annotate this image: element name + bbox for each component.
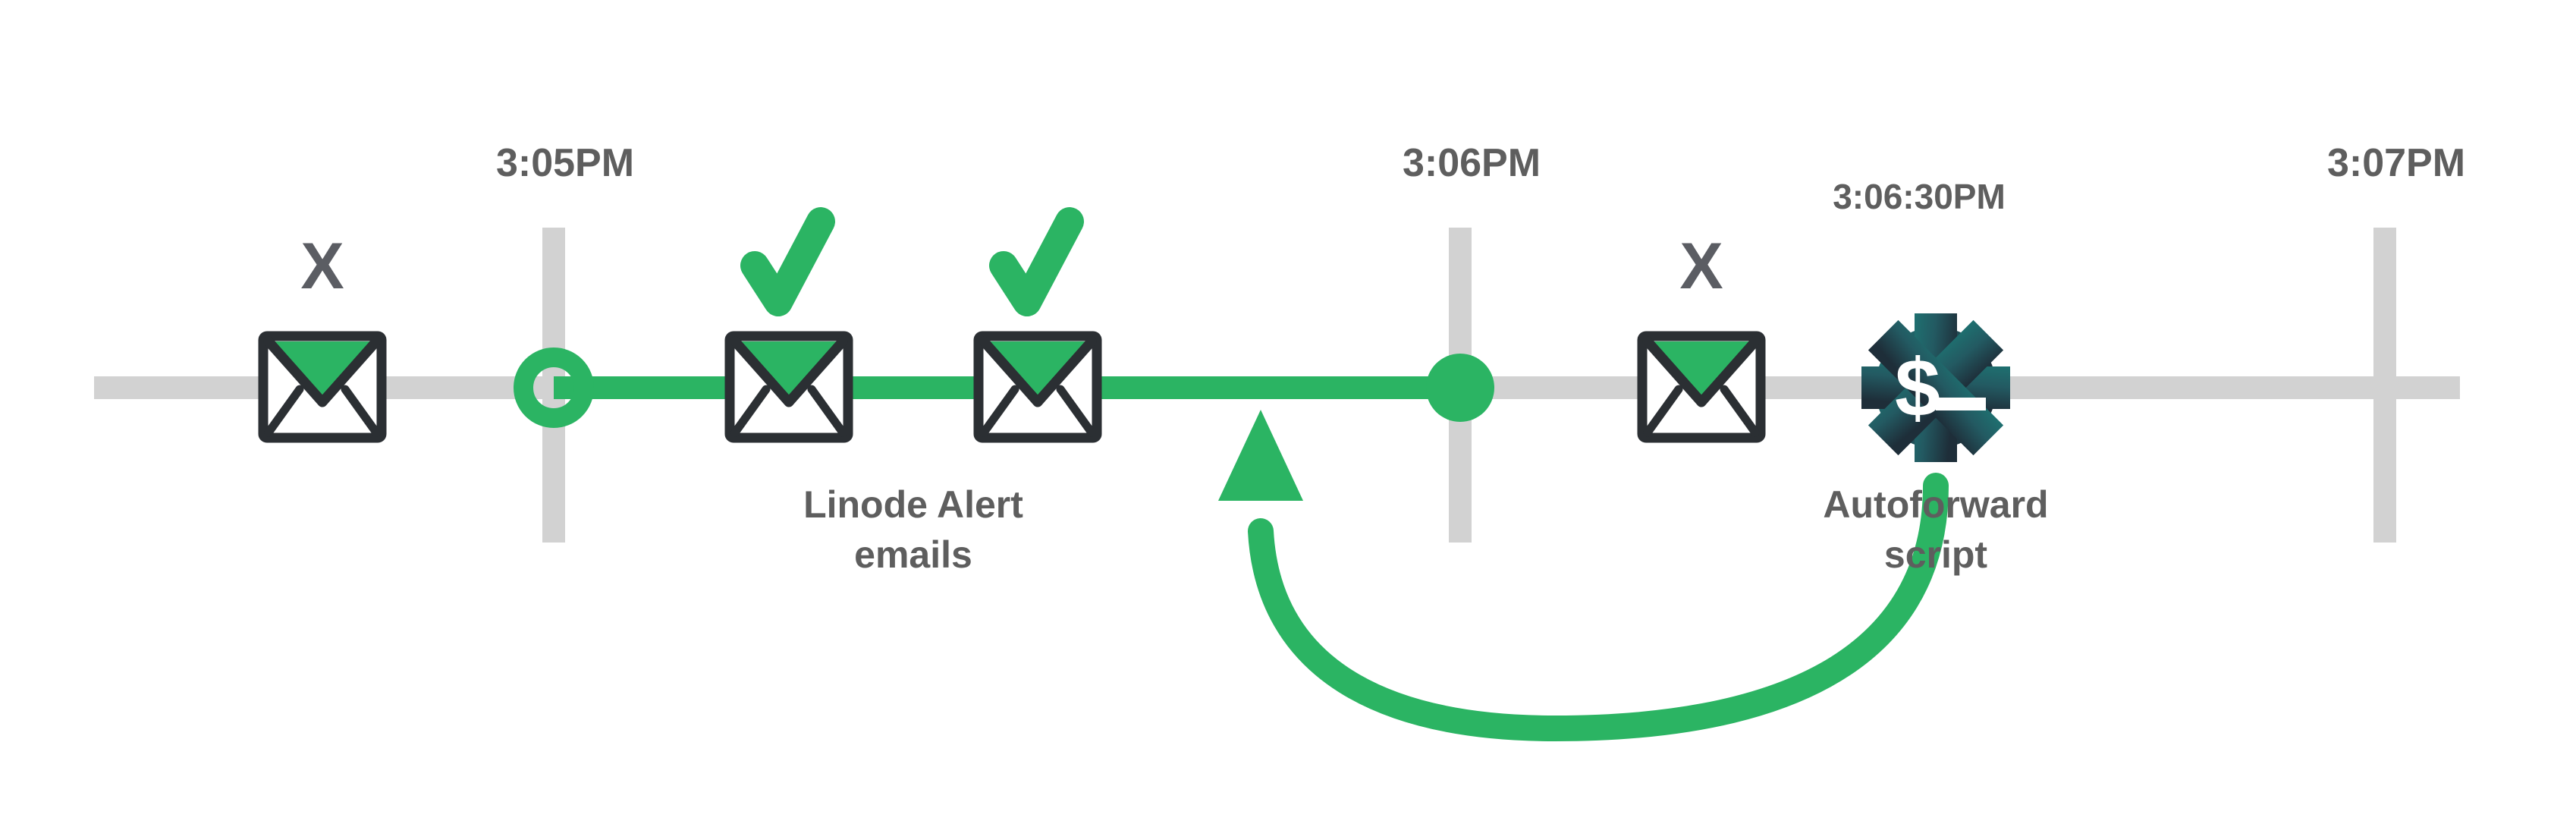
envelope-icon [1637,331,1766,443]
event-email-failed-after-306[interactable]: X [1637,230,1766,443]
event-email-delivered-2[interactable] [973,207,1102,443]
event-email-delivered-1[interactable] [724,207,853,443]
x-mark-icon: X [1679,230,1723,303]
envelope-icon [724,331,853,443]
curved-arrow-icon [1218,410,1949,742]
x-mark-icon: X [300,230,344,303]
envelope-icon [973,331,1102,443]
event-email-failed-before-305[interactable]: X [258,230,387,443]
gear-dollar-icon: $ [1861,313,2010,462]
caption-autoforward-script: Autoforward script [1823,483,2048,576]
tick-marker-ring-305pm [514,348,594,428]
dollar-glyph: $ [1895,341,1940,433]
tick-mark-307pm [2373,228,2396,543]
event-autoforward-script[interactable]: $ 3:06:30PM [1833,177,2010,462]
check-mark-icon [989,207,1084,316]
caption-line-1: Autoforward [1823,483,2048,526]
autoforward-time-label: 3:06:30PM [1833,177,2006,216]
caption-linode-alert-emails: Linode Alert emails [803,483,1023,576]
check-mark-icon [740,207,835,316]
tick-label-307pm: 3:07PM [2327,141,2465,185]
caption-line-1: Linode Alert [803,483,1023,526]
tick-label-305pm: 3:05PM [496,141,634,185]
caption-line-2: script [1884,533,1988,576]
dash-glyph [1936,398,1986,410]
envelope-icon [258,331,387,443]
caption-line-2: emails [854,533,972,576]
tick-marker-dot-306pm [1426,354,1494,422]
tick-label-306pm: 3:06PM [1403,141,1541,185]
